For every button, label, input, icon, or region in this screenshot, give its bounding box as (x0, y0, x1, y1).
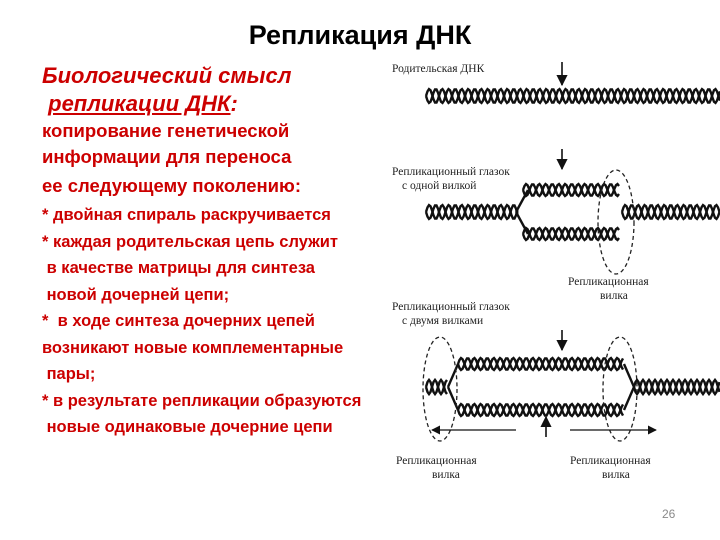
eye2-join-right-top (622, 363, 636, 388)
fork-circle-c (602, 336, 638, 442)
replication-diagram: Родительская ДНК Репликационный глазок с… (388, 52, 720, 492)
heading-line-2: репликации ДНК: (42, 90, 387, 118)
eye1-bottom-strand-2 (521, 226, 620, 242)
bullet-line-8: * в результате репликации образуются (42, 391, 362, 410)
page-number: 26 (662, 507, 676, 521)
description-text: Биологический смысл репликации ДНК: копи… (42, 62, 387, 441)
label-eye-two-forks-1: Репликационный глазок (392, 301, 510, 313)
eye1-right-strand-2 (620, 203, 720, 221)
bullet-line-4: новой дочерней цепи; (42, 285, 230, 304)
eye2-top-strand-1 (456, 356, 625, 372)
parent-dna-strand-2 (424, 87, 720, 105)
eye2-join-right-bottom (622, 386, 636, 411)
eye1-split-top (514, 189, 530, 213)
eye1-right-strand-1 (620, 203, 720, 221)
bullet-line-3: в качестве матрицы для синтеза (42, 259, 315, 277)
body-line-2: информации для переноса (42, 146, 292, 167)
bullet-line-7: пары; (42, 365, 96, 383)
label-parent-dna: Родительская ДНК (392, 63, 485, 75)
label-fork-a-1: Репликационная (568, 276, 649, 288)
eye2-join-left-top (446, 363, 460, 388)
label-eye-one-fork-2: с одной вилкой (402, 180, 476, 192)
label-fork-c-1: Репликационная (570, 455, 651, 467)
bullet-line-6: возникают новые комплементарные (42, 338, 344, 357)
replication-diagram-svg: Родительская ДНК Репликационный глазок с… (392, 62, 720, 481)
body-line-1: копирование генетической (42, 120, 290, 141)
eye-one-fork-helix (424, 182, 720, 242)
fork-circle-b (422, 336, 458, 442)
label-fork-b-1: Репликационная (396, 455, 477, 467)
bullet-line-5: * в ходе синтеза дочерних цепей (42, 312, 315, 330)
label-fork-a-2: вилка (600, 290, 628, 302)
eye2-bottom-strand-2 (456, 402, 625, 418)
bullet-line-9: новые одинаковые дочерние цепи (42, 418, 333, 436)
eye2-right-strand-1 (632, 377, 720, 397)
eye2-left-strand-2 (424, 377, 448, 397)
heading-line-1: Биологический смысл (42, 63, 292, 88)
eye1-left-strand-2 (424, 203, 519, 221)
eye2-top-strand-2 (456, 356, 625, 372)
label-eye-two-forks-2: с двумя вилками (402, 315, 483, 327)
label-fork-c-2: вилка (602, 469, 630, 481)
parent-dna-strand-1 (424, 87, 720, 105)
eye1-top-strand-2 (521, 182, 620, 198)
body-line-3: ее следующему поколению: (42, 175, 302, 196)
eye1-bottom-strand-1 (521, 226, 620, 242)
eye1-top-strand-1 (521, 182, 620, 198)
eye-two-forks-helix (424, 356, 720, 418)
label-eye-one-fork-1: Репликационный глазок (392, 166, 510, 178)
heading-colon: : (230, 91, 238, 116)
bullet-line-1: * двойная спираль раскручивается (42, 206, 331, 224)
eye2-right-strand-2 (632, 377, 720, 397)
fork-circle-a (597, 169, 635, 275)
label-fork-b-2: вилка (432, 469, 460, 481)
eye2-bottom-strand-1 (456, 402, 625, 418)
slide-title: Репликация ДНК (248, 20, 472, 50)
parent-dna-helix (424, 87, 720, 105)
heading-underlined: репликации ДНК (48, 91, 231, 116)
bullet-line-2: * каждая родительская цепь служит (42, 232, 339, 251)
eye1-split-bottom (514, 211, 530, 235)
